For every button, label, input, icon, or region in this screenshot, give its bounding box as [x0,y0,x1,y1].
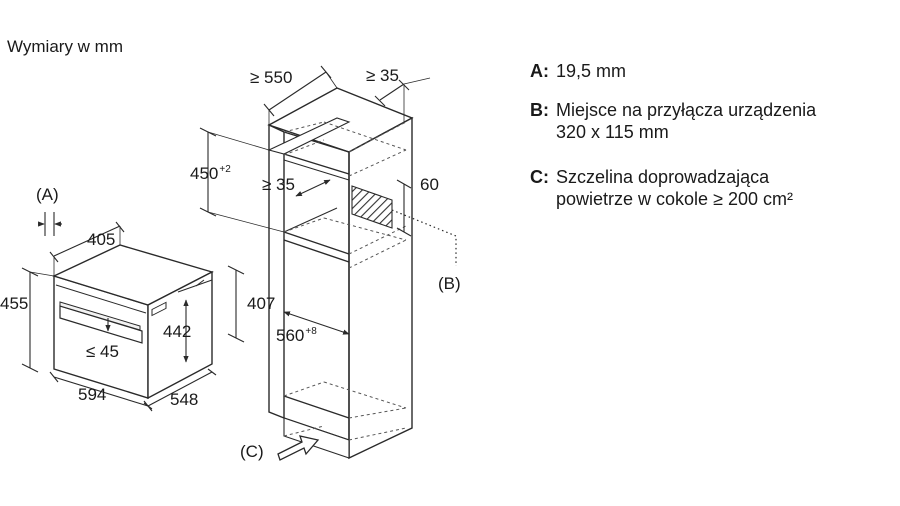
oven-handle [59,301,141,331]
cabinet-rear-gap-label: ≥ 35 [366,66,399,85]
cabinet-dashed-lines [283,121,407,441]
cabinet-depth-label: ≥ 550 [250,68,293,87]
callout-b-leader [391,209,457,266]
cabinet-dimension-lines [199,65,431,335]
oven-handle-gap-label: ≤ 45 [86,342,119,361]
cabinet-top-shelf [267,117,351,155]
cabinet-right-panel [348,116,413,460]
callout-a-label: (A) [36,185,59,204]
oven-top-depth-label: 405 [87,230,116,249]
callout-c-label: (C) [240,442,264,461]
oven-height-label: 455 [0,294,29,313]
oven-dimension-lines [21,212,245,412]
cabinet-shelf-gap-label: ≥ 35 [262,175,295,194]
oven-drawing [52,244,214,400]
legend-item-a: A:19,5 mm [530,61,627,81]
cabinet-drawing [267,87,414,460]
callout-b-label: (B) [438,274,461,293]
oven-front-height-label: 442 [163,322,192,341]
cabinet-niche-width-label: 560+8 [276,326,317,345]
air-inlet-arrow [277,435,320,461]
connection-area-b [351,185,393,229]
cabinet-plinth [283,417,350,459]
oven-back-height-label: 407 [247,294,276,313]
cabinet-opening-height-label: 60 [420,175,439,194]
cabinet-niche-height-label: 450+2 [190,164,231,183]
oven-depth-label: 548 [170,390,199,409]
units-label: Wymiary w mm [7,37,123,56]
cabinet-front-left-panel [268,123,285,420]
oven-width-label: 594 [78,385,107,404]
